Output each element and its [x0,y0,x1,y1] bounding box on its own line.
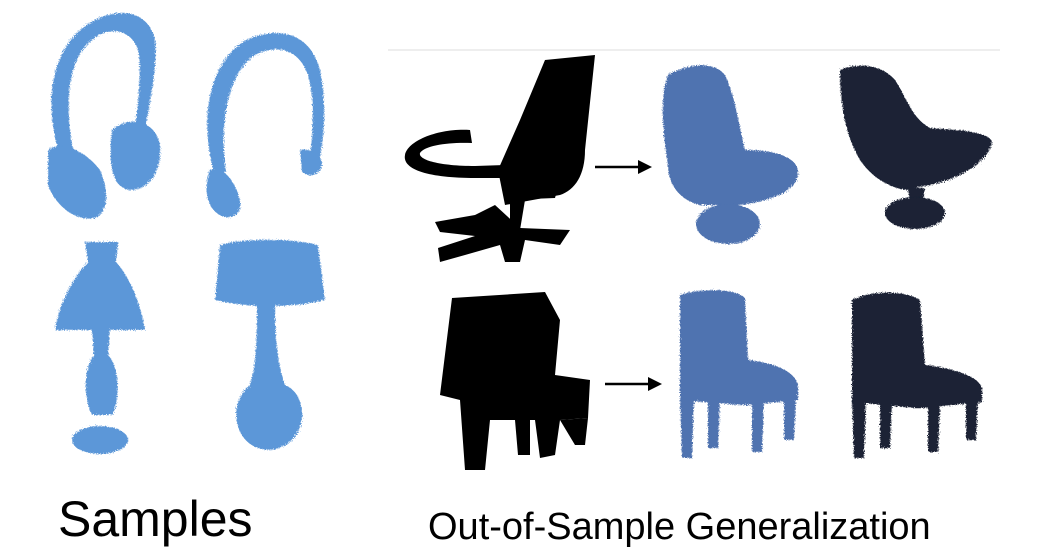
headphones-sample-2 [206,33,325,218]
lamp-sample-2 [215,239,325,450]
headphones-sample-1 [48,12,161,219]
swivel-chair-reconstruction-dark [840,65,992,229]
dining-chair-reconstruction-dark [852,292,982,458]
dining-chair-silhouette [440,292,590,470]
arrow-right-icon [605,377,662,391]
swivel-chair-reconstruction-blue [662,65,799,244]
lamp-sample-1 [55,242,145,454]
office-chair-silhouette [404,55,595,262]
arrow-right-icon [595,160,652,174]
dining-chair-reconstruction-blue [680,290,798,458]
generalization-caption: Out-of-Sample Generalization [428,506,931,548]
samples-caption: Samples [58,491,253,547]
